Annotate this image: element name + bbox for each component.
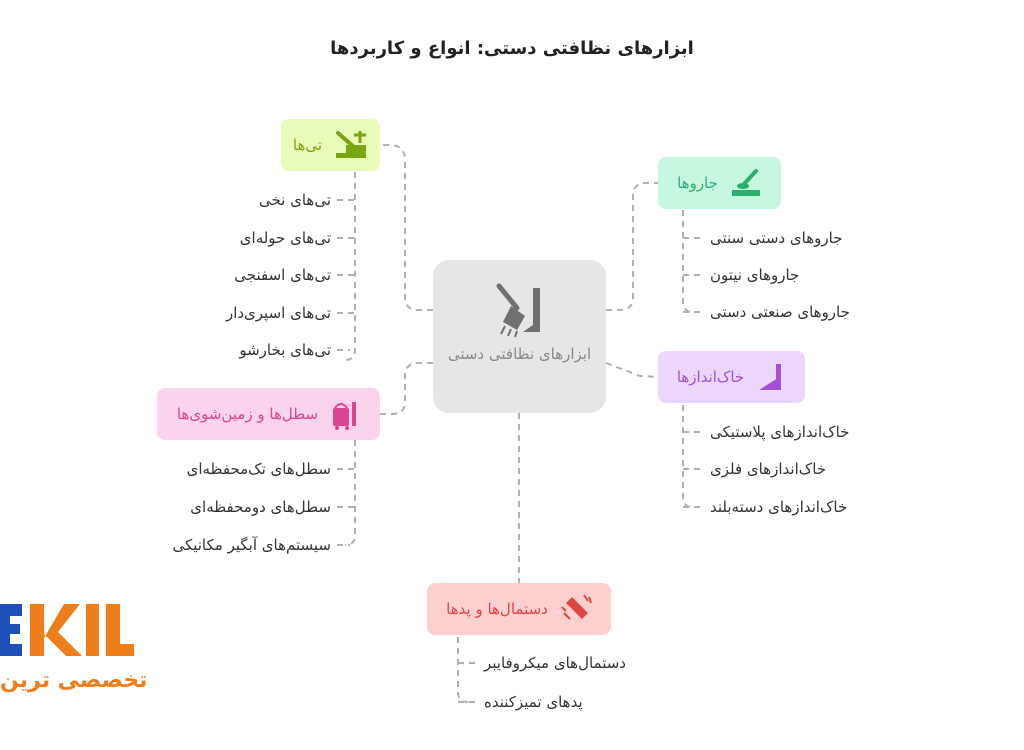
spine-buckets bbox=[344, 440, 356, 546]
spine-cloths bbox=[457, 637, 469, 703]
list-item: تی‌های بخارشو bbox=[239, 341, 331, 359]
list-item: خاک‌اندازهای فلزی bbox=[710, 460, 827, 478]
list-item: جاروهای دستی سنتی bbox=[710, 229, 843, 247]
dustpan-icon bbox=[759, 364, 782, 390]
list-item: جاروهای صنعتی دستی bbox=[710, 303, 850, 321]
branch-cloths-label: دستمال‌ها و پدها bbox=[446, 600, 548, 618]
branch-mops-label: تی‌ها bbox=[292, 136, 323, 154]
list-item: سطل‌های دومحفظه‌ای bbox=[190, 498, 331, 516]
cloth-pad-icon bbox=[561, 594, 592, 620]
list-item: دستمال‌های میکروفایبر bbox=[484, 654, 626, 672]
branch-brooms-label: جاروها bbox=[677, 174, 718, 192]
connector-dustpans bbox=[605, 362, 659, 378]
list-item: خاک‌اندازهای دسته‌بلند bbox=[710, 498, 848, 516]
branch-cloths: دستمال‌ها و پدها bbox=[427, 583, 611, 635]
spine-mops bbox=[344, 172, 356, 361]
list-item: پدهای تمیزکننده bbox=[484, 693, 583, 711]
list-item: تی‌های اسفنجی bbox=[234, 266, 331, 284]
list-item: تی‌های نخی bbox=[258, 191, 331, 209]
kala-logo-icon bbox=[0, 604, 134, 656]
list-item: سطل‌های تک‌محفظه‌ای bbox=[186, 460, 331, 478]
list-item: تی‌های حوله‌ای bbox=[239, 229, 331, 247]
spine-brooms bbox=[682, 210, 694, 313]
center-node: ابزارهای نظافتی دستی bbox=[433, 260, 606, 413]
spine-dustpans bbox=[682, 405, 694, 508]
logo-text: تخصصی ترین bbox=[0, 668, 148, 693]
bucket-icon bbox=[333, 402, 357, 430]
branch-dustpans-label: خاک‌اندازها bbox=[676, 368, 745, 386]
page-title: ابزارهای نظافتی دستی: انواع و کاربردها bbox=[330, 38, 694, 59]
branch-buckets: سطل‌ها و زمین‌شوی‌ها bbox=[157, 388, 380, 440]
list-item: تی‌های اسپری‌دار bbox=[225, 304, 331, 322]
broom-dustpan-icon bbox=[496, 283, 540, 338]
branch-brooms: جاروها bbox=[658, 157, 781, 209]
connector-buckets bbox=[380, 362, 433, 415]
list-item: سیستم‌های آبگیر مکانیکی bbox=[172, 536, 331, 554]
mop-icon bbox=[336, 131, 367, 158]
branch-buckets-label: سطل‌ها و زمین‌شوی‌ها bbox=[176, 405, 319, 423]
broom-icon bbox=[731, 169, 760, 196]
connector-brooms bbox=[606, 182, 658, 311]
branch-dustpans: خاک‌اندازها bbox=[658, 351, 805, 403]
list-item: خاک‌اندازهای پلاستیکی bbox=[710, 423, 850, 441]
center-label: ابزارهای نظافتی دستی bbox=[447, 345, 592, 363]
connector-mops bbox=[380, 144, 433, 311]
list-item: جاروهای نیتون bbox=[710, 266, 800, 284]
branch-mops: تی‌ها bbox=[281, 119, 380, 171]
